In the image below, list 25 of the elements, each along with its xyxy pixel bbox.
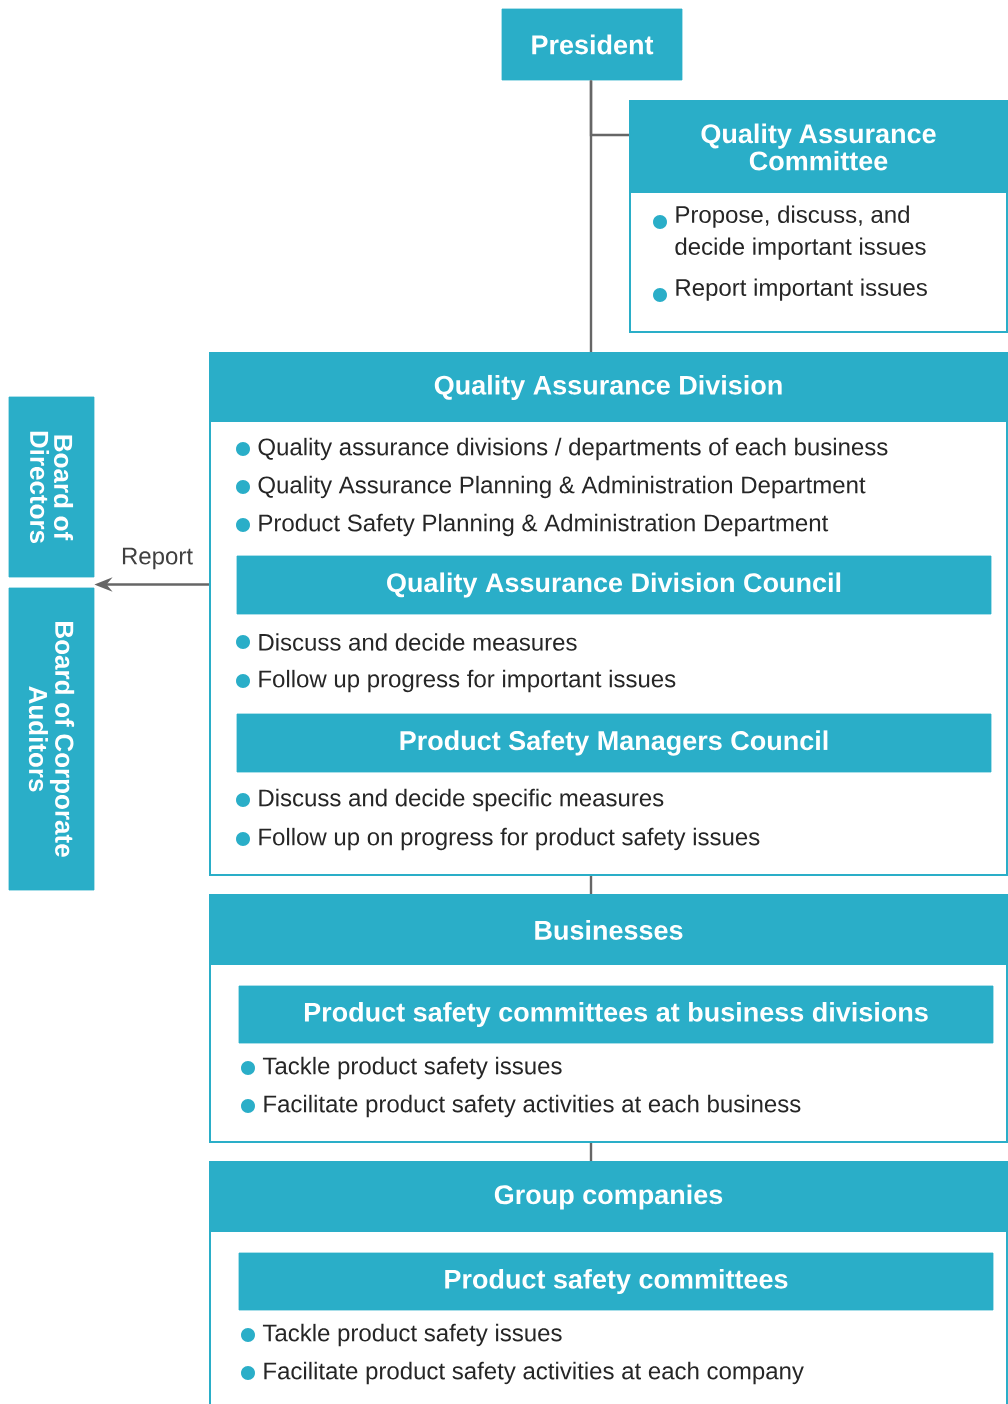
- bullet-item: Quality Assurance Planning & Administration Department: [236, 475, 866, 499]
- title-bar: Product safety committees at business divisions: [238, 985, 994, 1044]
- bullet-item: Follow up on progress for product safety issues: [236, 827, 760, 851]
- bullet-item: Quality assurance divisions / departments of each business: [236, 437, 888, 461]
- connector-line: [589, 80, 629, 137]
- bullet-item: Tackle product safety issues: [241, 1323, 562, 1347]
- connector-line: [589, 1143, 593, 1161]
- side-box: Board of Corporate Auditors: [8, 587, 95, 891]
- edge-label: Report: [122, 547, 193, 570]
- connector-line: [589, 876, 593, 894]
- bullet-item: Facilitate product safety activities at each company: [241, 1361, 804, 1385]
- bullet-item: Product Safety Planning & Administration Department: [236, 513, 829, 537]
- bullet-item: Discuss and decide measures: [236, 633, 577, 651]
- bullet-item: Discuss and decide specific measures: [236, 788, 664, 812]
- section-box: Quality Assurance Committee Propose, discuss, and decide important issues Report important issues: [629, 100, 1008, 333]
- bullet-item: Propose, discuss, and decide important issues: [653, 205, 926, 260]
- title-bar: Quality Assurance Division Council: [236, 555, 992, 615]
- title-bar: Product safety committees: [238, 1252, 994, 1311]
- bullet-item: Follow up progress for important issues: [236, 669, 676, 693]
- bullet-item: Report important issues: [653, 278, 927, 302]
- side-box: Board of Directors: [8, 396, 95, 578]
- bullet-item: Facilitate product safety activities at each business: [241, 1094, 801, 1118]
- bullet-item: Tackle product safety issues: [241, 1056, 562, 1080]
- title-bar: Product Safety Managers Council: [236, 713, 992, 773]
- title-box: President: [501, 8, 683, 81]
